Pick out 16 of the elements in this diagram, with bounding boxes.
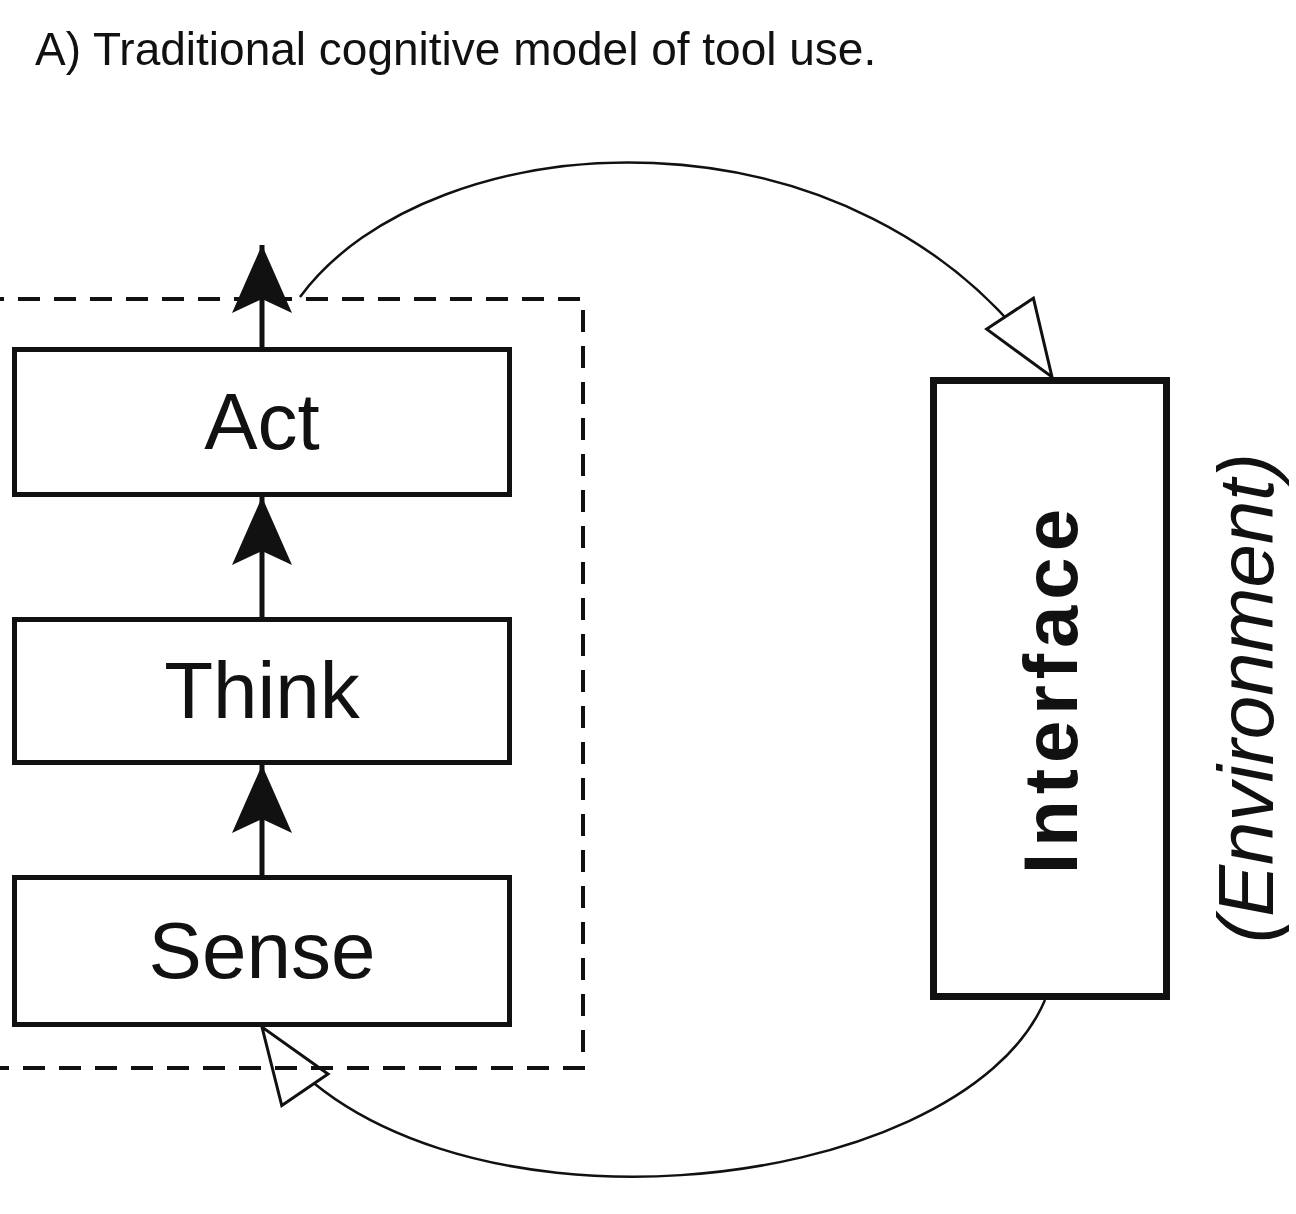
arrow bbox=[299, 161, 1054, 379]
arrow bbox=[232, 245, 292, 347]
process-box bbox=[12, 875, 512, 1027]
arrow bbox=[260, 999, 1047, 1178]
process-box bbox=[12, 617, 512, 765]
diagram-title: A) Traditional cognitive model of tool use. bbox=[35, 22, 877, 76]
dashed-boundary bbox=[0, 297, 585, 1070]
box-label: Think bbox=[164, 645, 360, 737]
box-label: Act bbox=[204, 376, 320, 468]
box-label: Sense bbox=[148, 905, 376, 997]
process-box bbox=[930, 377, 1170, 1000]
process-box bbox=[12, 347, 512, 497]
arrow bbox=[232, 765, 292, 875]
arrow bbox=[232, 497, 292, 617]
side-label: (Environment) bbox=[1200, 453, 1291, 943]
box-label: Interface bbox=[1006, 503, 1094, 874]
